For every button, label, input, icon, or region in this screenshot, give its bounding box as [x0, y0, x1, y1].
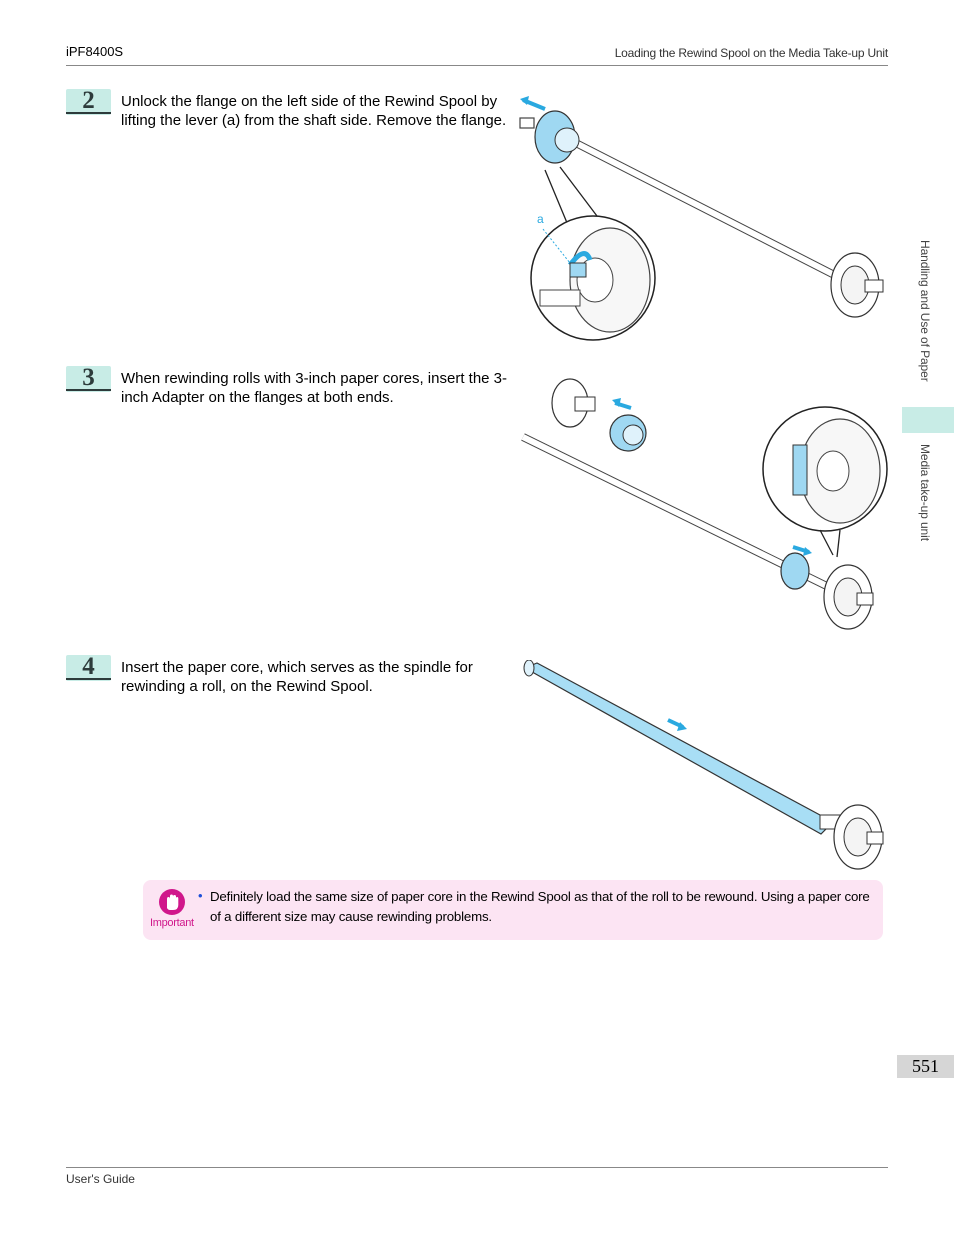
step-number: 2: [82, 87, 95, 114]
important-note: [143, 880, 883, 940]
important-bullet: •: [198, 888, 203, 903]
step-2-illustration: a: [519, 96, 884, 341]
page-number: 551: [912, 1056, 939, 1076]
step-4-text: Insert the paper core, which serves as t…: [121, 659, 473, 695]
footer-divider: [66, 1167, 888, 1168]
side-tab-chapter: Handling and Use of Paper: [918, 240, 932, 382]
step-3-text: When rewinding rolls with 3-inch paper c…: [121, 370, 508, 406]
important-text: Definitely load the same size of paper c…: [210, 889, 870, 924]
step-number: 4: [82, 653, 95, 680]
step-3-illustration: [521, 378, 888, 630]
step-2-text: Unlock the flange on the left side of th…: [121, 93, 507, 129]
header-model: iPF8400S: [66, 44, 124, 59]
step-4-illustration: [523, 660, 884, 870]
step-2-badge: 2: [66, 87, 111, 115]
important-hand-icon: [159, 889, 185, 915]
side-tab-section: Media take-up unit: [918, 444, 932, 541]
important-label: Important: [150, 917, 194, 929]
page-number-box: [897, 1055, 954, 1078]
step-4-badge: 4: [66, 653, 111, 681]
header-section-title: Loading the Rewind Spool on the Media Ta…: [614, 46, 889, 60]
step-number: 3: [82, 364, 95, 391]
side-tab-marker: [902, 407, 954, 433]
header-divider: [66, 65, 888, 66]
step-3-badge: 3: [66, 364, 111, 392]
callout-a-label: a: [537, 212, 544, 226]
footer-text: User's Guide: [66, 1172, 135, 1186]
